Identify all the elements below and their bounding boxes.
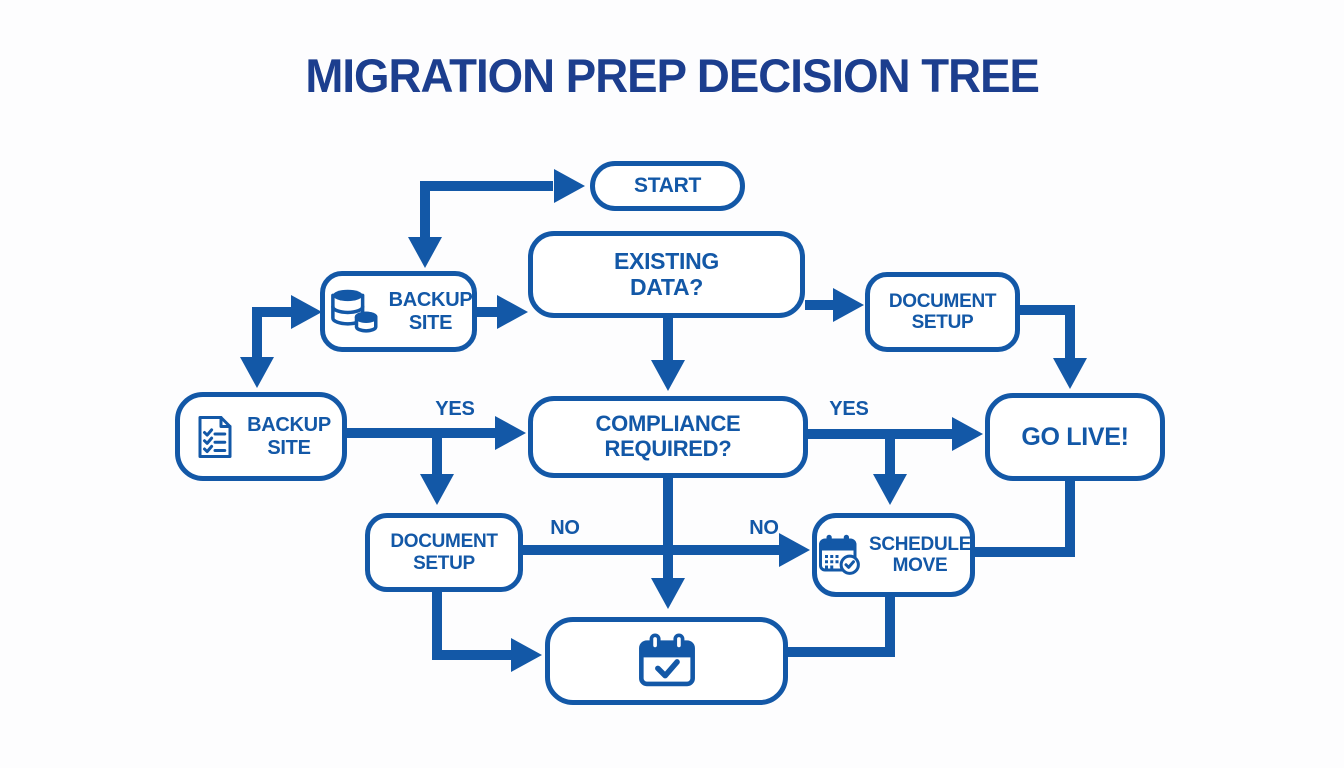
node-document-setup-bottom-label: DOCUMENT SETUP <box>390 531 498 574</box>
node-schedule-move: SCHEDULE MOVE <box>812 513 975 597</box>
edge-into-start-arrowhead <box>554 169 585 203</box>
edge-backupdb-to-existing-segment <box>477 307 499 317</box>
edge-branch-to-schedule-segment <box>885 429 895 476</box>
checklist-document-icon <box>191 411 239 463</box>
database-icon <box>325 284 381 340</box>
edge-golive-to-schedule-horizontal <box>975 547 1075 557</box>
edge-schedule-to-calendar-vertical <box>885 595 895 657</box>
edge-into-backupdb-left-arrowhead <box>291 295 322 329</box>
edge-yes-right-segment <box>808 429 954 439</box>
edge-top-elbow-horizontal <box>425 181 553 191</box>
node-document-setup-bottom: DOCUMENT SETUP <box>365 513 523 592</box>
edge-into-calendar-top-arrowhead <box>651 578 685 609</box>
edge-into-schedule-left-arrowhead <box>779 533 810 567</box>
edge-into-calendar-left-arrowhead <box>511 638 542 672</box>
edge-into-existing-arrowhead <box>497 295 528 329</box>
calendar-check-icon <box>634 631 700 691</box>
edge-compliance-to-calendar-segment <box>663 478 673 580</box>
edge-golive-to-schedule-vertical <box>1065 479 1075 557</box>
edge-into-backupdoc-arrowhead <box>240 357 274 388</box>
edge-into-compliance-top-arrowhead <box>651 360 685 391</box>
node-compliance-required-label: COMPLIANCE REQUIRED? <box>595 411 741 461</box>
edge-label-no-left: NO <box>550 517 580 539</box>
calendar-check-icon <box>816 531 864 579</box>
node-backup-site-db-label: BACKUP SITE <box>388 289 473 334</box>
edge-docsetup-to-golive-vertical <box>1065 305 1075 360</box>
node-document-setup-top-label: DOCUMENT SETUP <box>888 290 997 333</box>
node-document-setup-top: DOCUMENT SETUP <box>865 272 1020 352</box>
node-calendar-milestone <box>545 617 788 705</box>
edge-label-no-right: NO <box>749 517 779 539</box>
edge-schedule-to-calendar-horizontal <box>788 647 895 657</box>
node-compliance-required: COMPLIANCE REQUIRED? <box>528 396 808 478</box>
edge-top-elbow-vertical <box>420 181 430 239</box>
edge-into-docsetup-bottom-arrowhead <box>420 474 454 505</box>
node-backup-site-db: BACKUP SITE <box>320 271 477 352</box>
edge-into-golive-left-arrowhead <box>952 417 983 451</box>
edge-existing-to-compliance-segment <box>663 318 673 362</box>
edge-label-yes-right: YES <box>829 398 869 420</box>
node-go-live-label: GO LIVE! <box>1021 423 1129 451</box>
edge-branch-to-docsetup-bottom-segment <box>432 428 442 476</box>
node-existing-data: EXISTING DATA? <box>528 231 805 318</box>
node-start: START <box>590 161 745 211</box>
diagram-title: MIGRATION PREP DECISION TREE <box>305 49 1040 102</box>
edge-into-compliance-left-arrowhead <box>495 416 526 450</box>
edge-docsetup-to-calendar-horizontal <box>432 650 514 660</box>
edge-docsetup-to-calendar-vertical <box>432 592 442 660</box>
node-existing-data-label: EXISTING DATA? <box>614 247 719 300</box>
node-go-live: GO LIVE! <box>985 393 1165 481</box>
edge-existing-to-docsetup-segment <box>805 300 835 310</box>
edge-no-segment <box>523 545 781 555</box>
edge-into-golive-top-arrowhead <box>1053 358 1087 389</box>
edge-docsetup-to-golive-horizontal <box>1020 305 1075 315</box>
edge-into-backup-db-top-arrowhead <box>408 237 442 268</box>
node-backup-site-doc-label: BACKUP SITE <box>247 414 331 459</box>
node-schedule-move-label: SCHEDULE MOVE <box>868 533 972 576</box>
edge-yes-left-segment <box>347 428 497 438</box>
edge-into-docsetup-top-arrowhead <box>833 288 864 322</box>
edge-into-schedule-top-arrowhead <box>873 474 907 505</box>
edge-left-elbow-horizontal <box>252 307 296 317</box>
edge-label-yes-left: YES <box>435 398 475 420</box>
edge-left-elbow-vertical <box>252 307 262 359</box>
node-backup-site-doc: BACKUP SITE <box>175 392 347 481</box>
node-start-label: START <box>634 174 701 198</box>
